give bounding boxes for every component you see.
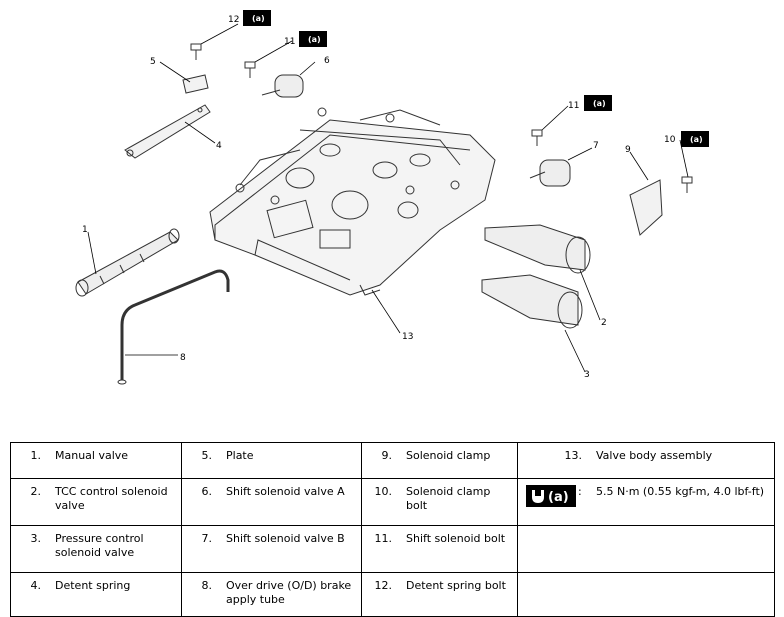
plate-part [182, 74, 209, 94]
legend-number: 8. [201, 579, 213, 592]
legend-cell: 1. Manual valve [10, 442, 182, 479]
torque-tag-10: (a) [681, 131, 709, 147]
legend-cell: 5. Plate [181, 442, 362, 479]
callout-10: 10 [664, 135, 676, 145]
legend-cell: 12. Detent spring bolt [361, 572, 518, 617]
legend-text: Shift solenoid valve B [226, 532, 345, 545]
shift-solenoid-valve-b-part [529, 159, 571, 187]
callout-4: 4 [216, 141, 222, 151]
torque-tag-11-upper: (a) [299, 31, 327, 47]
solenoid-clamp-bolt-part [681, 176, 693, 193]
legend-number: 4. [30, 579, 42, 592]
torque-colon: : [578, 485, 582, 498]
legend-number: 6. [201, 485, 213, 498]
callout-1: 1 [82, 225, 88, 235]
callout-11-upper: 11 [284, 37, 295, 47]
callout-7: 7 [593, 141, 599, 151]
legend-row: 3. Pressure control solenoid valve 7. Shif… [10, 525, 775, 573]
callout-9: 9 [625, 145, 631, 155]
legend-cell: 8. Over drive (O/D) brake apply tube [181, 572, 362, 617]
legend-number: 1. [30, 449, 42, 462]
legend-text: Pressure control solenoid valve [55, 532, 144, 559]
legend-row: 2. TCC control solenoid valve 6. Shift sol… [10, 478, 775, 526]
legend-text: Manual valve [55, 449, 129, 462]
legend-number: 13. [564, 449, 583, 462]
legend-row: 1.Manual valve 5.Plate 9.Solenoid clamp … [10, 442, 775, 479]
callout-12: 12 [228, 15, 239, 25]
legend-cell: 11. Shift solenoid bolt [361, 525, 518, 573]
legend-number: 7. [201, 532, 213, 545]
legend-cell: 9. Solenoid clamp [361, 442, 518, 479]
legend-text: Over drive (O/D) brake apply tube [226, 579, 352, 606]
legend-cell: 13. Valve body assembly [517, 442, 775, 479]
torque-tag-11-right: (a) [584, 95, 612, 111]
legend-number: 5. [201, 449, 213, 462]
svg-text:(a): (a) [252, 14, 265, 23]
detent-spring-bolt-part [190, 43, 202, 60]
legend-cell: 6. Shift solenoid valve A [181, 478, 362, 526]
legend-text: Valve body assembly [596, 449, 713, 462]
legend-text: Solenoid clamp [406, 449, 491, 462]
legend-row: 4. Detent spring 8. Over drive (O/D) brake… [10, 572, 775, 617]
legend-cell: 3. Pressure control solenoid valve [10, 525, 182, 573]
svg-text:(a): (a) [548, 490, 569, 505]
legend-cell-empty [517, 572, 775, 617]
legend-number: 2. [30, 485, 42, 498]
callout-3: 3 [584, 370, 590, 380]
callout-5: 5 [150, 57, 156, 67]
legend-text: Detent spring bolt [406, 579, 506, 592]
valve-body-assembly-part [209, 107, 496, 296]
valve-body-exploded-diagram: 12 11 6 5 4 1 8 13 11 7 9 10 2 3 (a) (a)… [75, 10, 709, 385]
legend-number: 11. [374, 532, 393, 545]
legend-cell-empty [517, 525, 775, 573]
pressure-control-solenoid-valve-part [481, 274, 583, 329]
svg-text:(a): (a) [308, 35, 321, 44]
detent-spring-part [124, 104, 211, 159]
callout-13: 13 [402, 332, 413, 342]
legend-cell: 10. Solenoid clamp bolt [361, 478, 518, 526]
legend-number: 12. [374, 579, 393, 592]
torque-value-text: 5.5 N·m (0.55 kgf-m, 4.0 lbf-ft) [596, 485, 765, 498]
od-brake-apply-tube-part [117, 269, 230, 385]
svg-text:(a): (a) [593, 99, 606, 108]
legend-text: Detent spring [55, 579, 131, 592]
legend-text: Solenoid clamp bolt [406, 485, 491, 512]
svg-text:(a): (a) [690, 135, 703, 144]
legend-text: Plate [226, 449, 254, 462]
solenoid-clamp-part [629, 179, 663, 236]
manual-valve-part [75, 228, 180, 297]
callout-2: 2 [601, 318, 607, 328]
legend-number: 3. [30, 532, 42, 545]
tcc-control-solenoid-valve-part [484, 224, 591, 274]
shift-solenoid-bolt-part-upper [244, 61, 256, 78]
torque-tag-12: (a) [243, 10, 271, 26]
callout-11-right: 11 [568, 101, 579, 111]
parts-legend-table: 1. Manual valve 5. Plate 9. Solenoid clamp … [10, 442, 775, 617]
callout-8: 8 [180, 353, 186, 363]
legend-text: TCC control solenoid valve [55, 485, 168, 512]
shift-solenoid-valve-a-part [261, 74, 304, 98]
legend-text: Shift solenoid valve A [226, 485, 345, 498]
legend-number: 9. [381, 449, 393, 462]
legend-cell: 4. Detent spring [10, 572, 182, 617]
legend-number: 10. [374, 485, 393, 498]
legend-cell: 7. Shift solenoid valve B [181, 525, 362, 573]
legend-text: Shift solenoid bolt [406, 532, 506, 545]
legend-cell-torque: (a) : 5.5 N·m (0.55 kgf-m, 4.0 lbf-ft) [517, 478, 775, 526]
legend-cell: 2. TCC control solenoid valve [10, 478, 182, 526]
shift-solenoid-bolt-part-right [531, 129, 543, 146]
callout-6: 6 [324, 56, 330, 66]
torque-wrench-icon: (a) [526, 485, 576, 507]
